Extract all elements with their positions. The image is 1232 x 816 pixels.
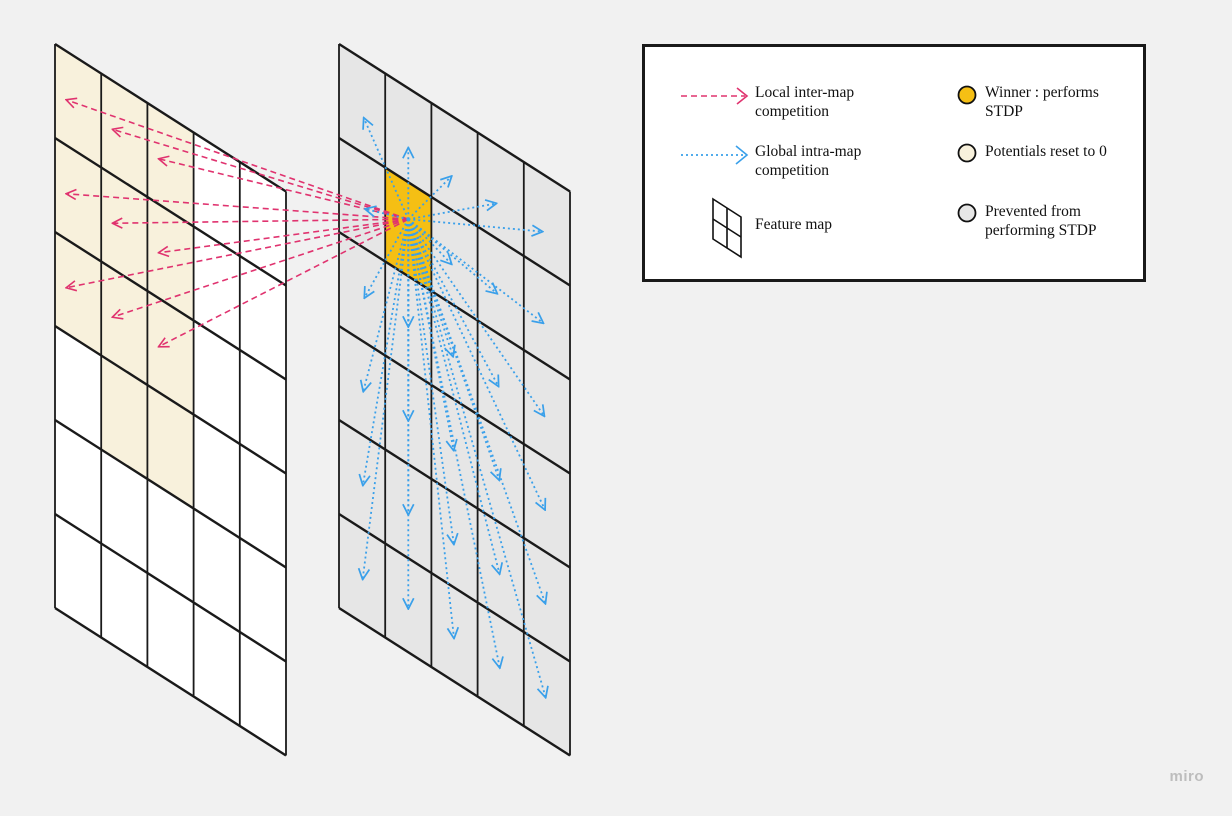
right-map-row-line <box>338 230 571 381</box>
left-map-cell <box>193 508 240 632</box>
left-map-cell <box>193 132 240 256</box>
intra-map-arrow <box>407 218 545 510</box>
left-map-cell <box>239 162 286 286</box>
left-map-cell <box>101 449 148 573</box>
dashed-arrow-icon <box>681 87 749 105</box>
right-map-row-line <box>338 512 571 663</box>
right-map-cell <box>523 256 570 380</box>
left-map-cell <box>239 538 286 662</box>
inter-map-arrow <box>159 218 409 347</box>
right-map-cell <box>339 232 386 356</box>
feature-map-left <box>54 42 287 757</box>
reset-circle-icon <box>957 143 977 163</box>
intra-map-arrow <box>407 218 451 264</box>
inter-map-arrow <box>66 218 409 288</box>
right-map-cell <box>477 226 524 350</box>
legend-intra-map-label: Global intra-map competition <box>755 143 862 179</box>
left-map-row-line <box>54 230 287 381</box>
left-map-cell <box>101 355 148 479</box>
left-map-row-line <box>54 418 287 569</box>
intra-map-arrow <box>407 219 454 638</box>
intra-map-arrow <box>407 218 543 323</box>
intra-map-arrow <box>407 176 451 220</box>
left-map-cell <box>55 138 102 262</box>
legend-prevented-label: Prevented from performing STDP <box>985 203 1097 239</box>
left-map-row-line <box>54 606 287 757</box>
right-map-cell <box>523 162 570 286</box>
winner-circle-icon <box>957 85 977 105</box>
legend-feature-map-label: Feature map <box>755 216 833 233</box>
dotted-arrow-icon <box>681 145 749 165</box>
right-map-cell <box>523 350 570 474</box>
miro-watermark: miro <box>1169 768 1204 785</box>
intra-map-arrow <box>407 218 498 386</box>
left-map-cell <box>239 444 286 568</box>
left-map-row-line <box>54 42 287 193</box>
left-map-cell <box>147 291 194 415</box>
left-map-cell <box>147 573 194 697</box>
intra-map-arrow <box>407 218 545 604</box>
inter-map-arrow <box>66 194 409 221</box>
left-map-cell <box>55 420 102 544</box>
left-map-cell <box>239 632 286 756</box>
left-map-row-line <box>54 512 287 663</box>
intra-map-arrow <box>364 118 410 220</box>
intra-map-arrow <box>407 219 453 450</box>
left-map-cell <box>55 44 102 168</box>
global-intra-map-arrows <box>363 118 546 698</box>
right-map-cell <box>339 44 386 168</box>
prevented-circle-icon <box>957 203 977 223</box>
legend-inter-map-label: Local inter-map competition <box>755 84 855 120</box>
inter-map-arrow <box>112 129 409 221</box>
left-map-cell <box>147 479 194 603</box>
intra-map-arrow <box>407 219 500 668</box>
right-map-cell <box>477 320 524 444</box>
left-map-cell <box>239 350 286 474</box>
left-map-row-line <box>54 324 287 475</box>
right-map-cell <box>431 103 478 227</box>
left-map-cell <box>193 226 240 350</box>
intra-map-arrow <box>363 219 410 485</box>
right-map-row-line <box>338 42 571 193</box>
legend: Local inter-map competition Global intra… <box>642 44 1146 282</box>
feature-map-icon <box>712 197 742 259</box>
left-map-cell <box>101 543 148 667</box>
left-map-cell <box>193 320 240 444</box>
left-map-cell <box>55 232 102 356</box>
left-map-cell <box>147 103 194 227</box>
intra-map-arrow <box>407 219 499 574</box>
left-map-cell <box>101 73 148 197</box>
left-map-cell <box>55 514 102 638</box>
left-map-row-line <box>54 136 287 287</box>
right-map-cell <box>385 73 432 197</box>
right-map-row-line <box>338 606 571 757</box>
right-map-cell <box>523 444 570 568</box>
left-map-cell <box>193 414 240 538</box>
left-map-cell <box>55 326 102 450</box>
legend-reset-label: Potentials reset to 0 <box>985 143 1107 160</box>
left-map-cell <box>147 385 194 509</box>
intra-map-arrow <box>364 218 410 298</box>
inter-map-arrow <box>112 218 409 317</box>
intra-map-arrow <box>407 218 497 293</box>
intra-map-arrow <box>363 219 410 579</box>
left-map-cell <box>101 261 148 385</box>
local-inter-map-arrows <box>66 100 409 347</box>
left-map-cell <box>147 197 194 321</box>
inter-map-arrow <box>66 100 409 221</box>
right-map-cell <box>477 132 524 256</box>
inter-map-arrow <box>159 218 409 253</box>
right-map-cell <box>339 138 386 262</box>
right-map-row-line <box>338 418 571 569</box>
left-map-cell <box>193 602 240 726</box>
left-map-cell <box>239 256 286 380</box>
legend-winner-label: Winner : performs STDP <box>985 84 1099 120</box>
intra-map-arrow <box>407 218 453 357</box>
